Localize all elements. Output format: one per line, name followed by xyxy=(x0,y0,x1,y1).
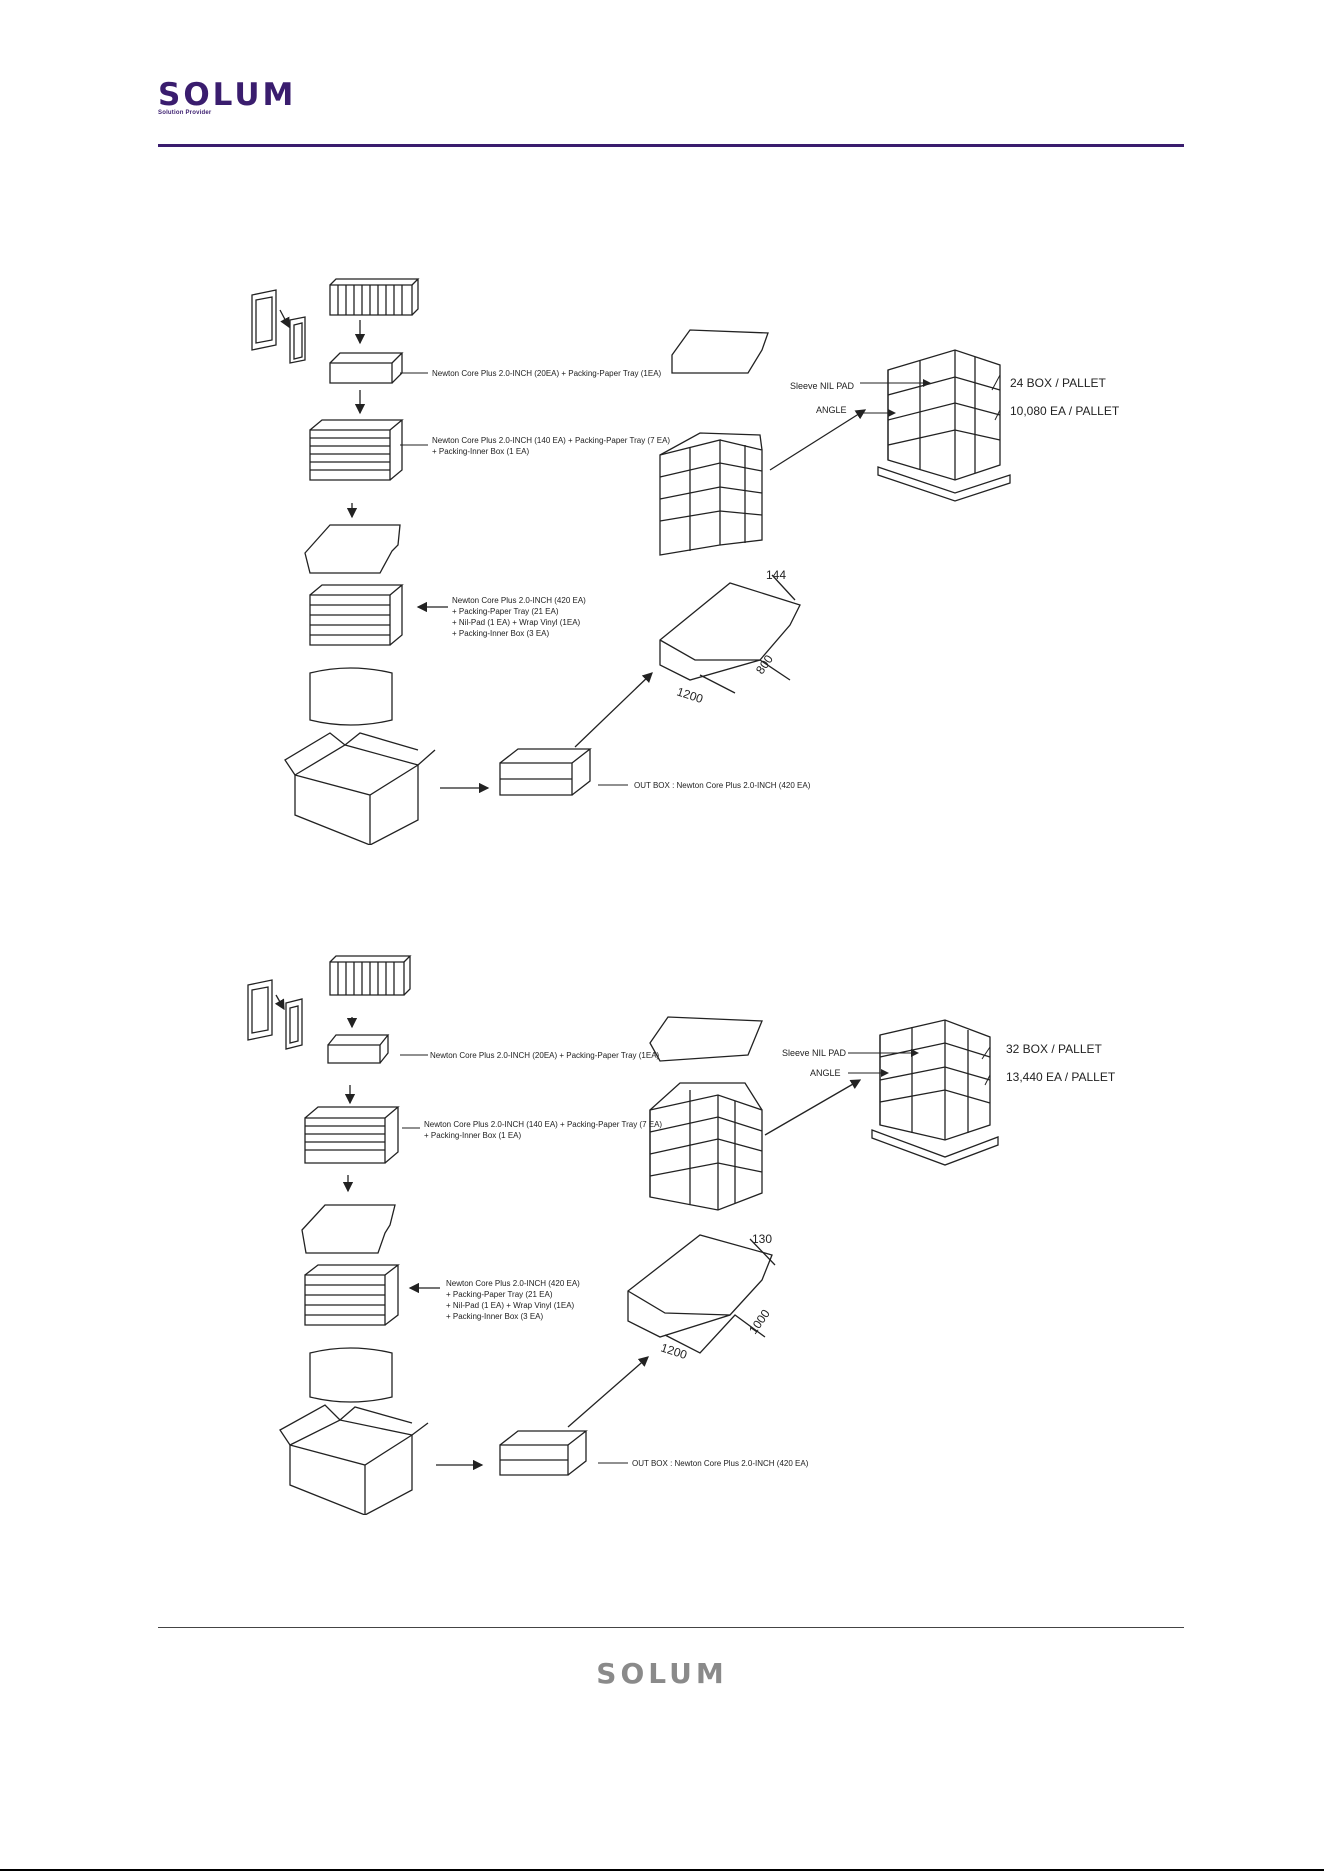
page-bottom-rule xyxy=(0,1869,1324,1871)
label-outbox: OUT BOX : Newton Core Plus 2.0-INCH (420… xyxy=(632,1459,809,1468)
dim-depth: 800 xyxy=(753,652,776,677)
inner-box-stack-icon xyxy=(309,584,404,646)
brand-tagline: Solution Provider xyxy=(158,110,212,116)
inner-box-stack-icon xyxy=(304,1264,400,1326)
label-tray: Newton Core Plus 2.0-INCH (20EA) + Packi… xyxy=(430,1051,660,1060)
dim-depth: 1000 xyxy=(746,1307,773,1337)
header-logo: SOLUM Solution Provider xyxy=(158,77,297,117)
label-inner-box-1: Newton Core Plus 2.0-INCH (140 EA) + Pac… xyxy=(432,436,670,445)
brand-wordmark: SOLUM xyxy=(158,77,297,113)
label-stack-1: Newton Core Plus 2.0-INCH (420 EA) xyxy=(446,1279,580,1288)
label-sleeve: Sleeve NIL PAD xyxy=(790,381,855,391)
label-stack-2: + Packing-Paper Tray (21 EA) xyxy=(452,607,559,616)
inner-box-icon xyxy=(304,1106,400,1164)
box-stack-icon xyxy=(649,1082,763,1211)
label-angle: ANGLE xyxy=(810,1068,841,1078)
pallet-nil-pad-icon xyxy=(649,1016,763,1062)
label-sleeve: Sleeve NIL PAD xyxy=(782,1048,847,1058)
packing-diagram-1: Newton Core Plus 2.0-INCH (20EA) + Packi… xyxy=(251,278,1120,845)
nil-pad-icon xyxy=(301,1204,396,1254)
label-stack-3: + Nil-Pad (1 EA) + Wrap Vinyl (1EA) xyxy=(452,618,581,627)
pallet-stack-icon xyxy=(871,1019,999,1166)
paper-tray-icon xyxy=(327,1034,390,1064)
label-outbox: OUT BOX : Newton Core Plus 2.0-INCH (420… xyxy=(634,781,811,790)
label-stack-4: + Packing-Inner Box (3 EA) xyxy=(446,1312,543,1321)
open-outer-box-icon xyxy=(284,732,436,845)
pallet-stack-icon xyxy=(877,349,1011,502)
paper-tray-icon xyxy=(329,352,404,384)
pallet-dimension-icon xyxy=(659,574,801,694)
pallet-nil-pad-icon xyxy=(671,329,769,374)
box-per-pallet: 32 BOX / PALLET xyxy=(1006,1042,1102,1056)
open-outer-box-icon xyxy=(279,1404,429,1515)
wrap-vinyl-icon xyxy=(309,667,393,726)
packing-diagram-2: Newton Core Plus 2.0-INCH (20EA) + Packi… xyxy=(247,955,1116,1515)
dim-height: 144 xyxy=(766,568,786,582)
label-angle: ANGLE xyxy=(816,405,847,415)
label-stack-2: + Packing-Paper Tray (21 EA) xyxy=(446,1290,553,1299)
label-inner-box-1: Newton Core Plus 2.0-INCH (140 EA) + Pac… xyxy=(424,1120,662,1129)
dim-width: 1200 xyxy=(675,685,705,707)
box-per-pallet: 24 BOX / PALLET xyxy=(1010,376,1106,390)
dim-width: 1200 xyxy=(659,1341,689,1363)
label-inner-box-2: + Packing-Inner Box (1 EA) xyxy=(424,1131,521,1140)
device-strip-icon xyxy=(329,278,420,316)
label-tray: Newton Core Plus 2.0-INCH (20EA) + Packi… xyxy=(432,369,662,378)
closed-out-box-icon xyxy=(499,748,592,796)
device-strip-icon xyxy=(329,955,412,996)
closed-out-box-icon xyxy=(499,1430,588,1476)
display-panel-icon xyxy=(247,979,303,1050)
pallet-dimension-icon xyxy=(627,1234,776,1354)
footer-rule xyxy=(158,1627,1184,1628)
header-rule xyxy=(158,144,1184,147)
box-stack-icon xyxy=(659,432,763,556)
label-stack-4: + Packing-Inner Box (3 EA) xyxy=(452,629,549,638)
ea-per-pallet: 13,440 EA / PALLET xyxy=(1006,1070,1116,1084)
label-inner-box-2: + Packing-Inner Box (1 EA) xyxy=(432,447,529,456)
label-stack-3: + Nil-Pad (1 EA) + Wrap Vinyl (1EA) xyxy=(446,1301,575,1310)
wrap-vinyl-icon xyxy=(309,1347,393,1403)
dim-height: 130 xyxy=(752,1232,772,1246)
nil-pad-icon xyxy=(304,524,401,574)
inner-box-icon xyxy=(309,419,404,481)
display-panel-icon xyxy=(251,289,306,364)
label-stack-1: Newton Core Plus 2.0-INCH (420 EA) xyxy=(452,596,586,605)
ea-per-pallet: 10,080 EA / PALLET xyxy=(1010,404,1120,418)
footer-brand: SOLUM xyxy=(596,1657,728,1690)
